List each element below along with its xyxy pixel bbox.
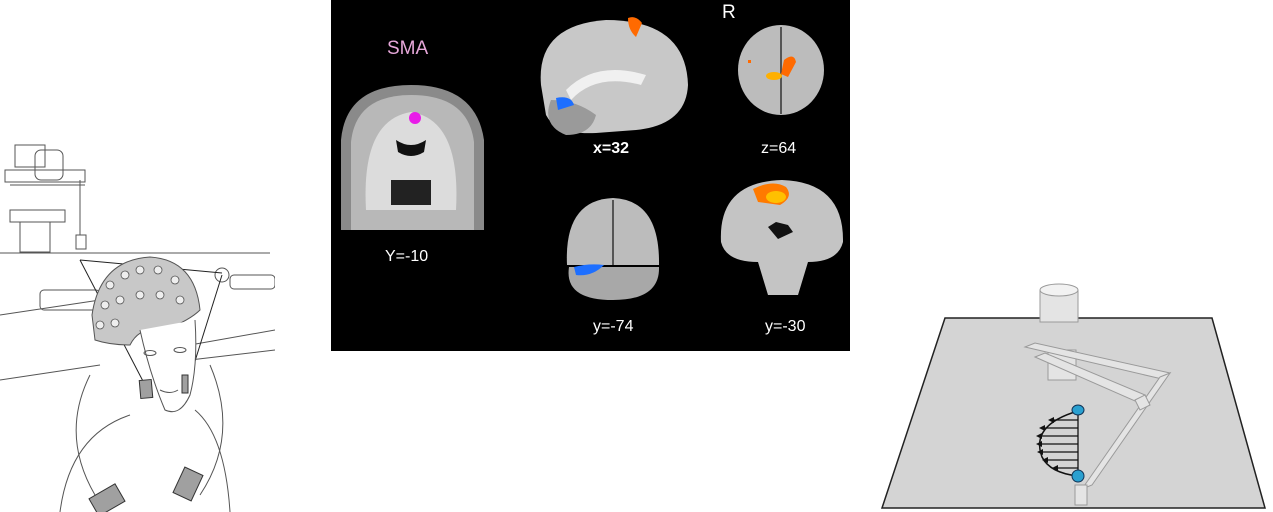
- slice-label-y-minus-30: y=-30: [765, 318, 806, 335]
- slice-label-y-minus-74: y=-74: [593, 318, 634, 335]
- target-start-icon: [1071, 404, 1085, 416]
- orientation-label-r: R: [722, 2, 736, 23]
- sma-roi-marker: [409, 112, 421, 124]
- force-field-diagram: [880, 283, 1266, 509]
- eeg-subject-drawing: [0, 144, 275, 512]
- eeg-setup-illustration: [0, 135, 275, 512]
- target-end-icon: [1071, 469, 1085, 483]
- brain-slice-coronal-sma: [341, 85, 484, 230]
- fmri-slices-panel: SMA Y=-10 x=32 R z=64 y=-74: [331, 0, 850, 351]
- slice-label-z-64: z=64: [761, 140, 797, 157]
- slice-label-y-minus-10: Y=-10: [385, 248, 429, 265]
- slice-label-x-32: x=32: [593, 140, 630, 157]
- brain-slice-coronal-motor: [720, 180, 844, 295]
- robot-manipulandum-illustration: [870, 275, 1273, 512]
- brain-slice-coronal-cerebellum: [566, 198, 660, 300]
- brain-slice-axial: [738, 25, 824, 115]
- brain-slice-sagittal: [540, 17, 688, 135]
- roi-label-sma: SMA: [387, 38, 429, 59]
